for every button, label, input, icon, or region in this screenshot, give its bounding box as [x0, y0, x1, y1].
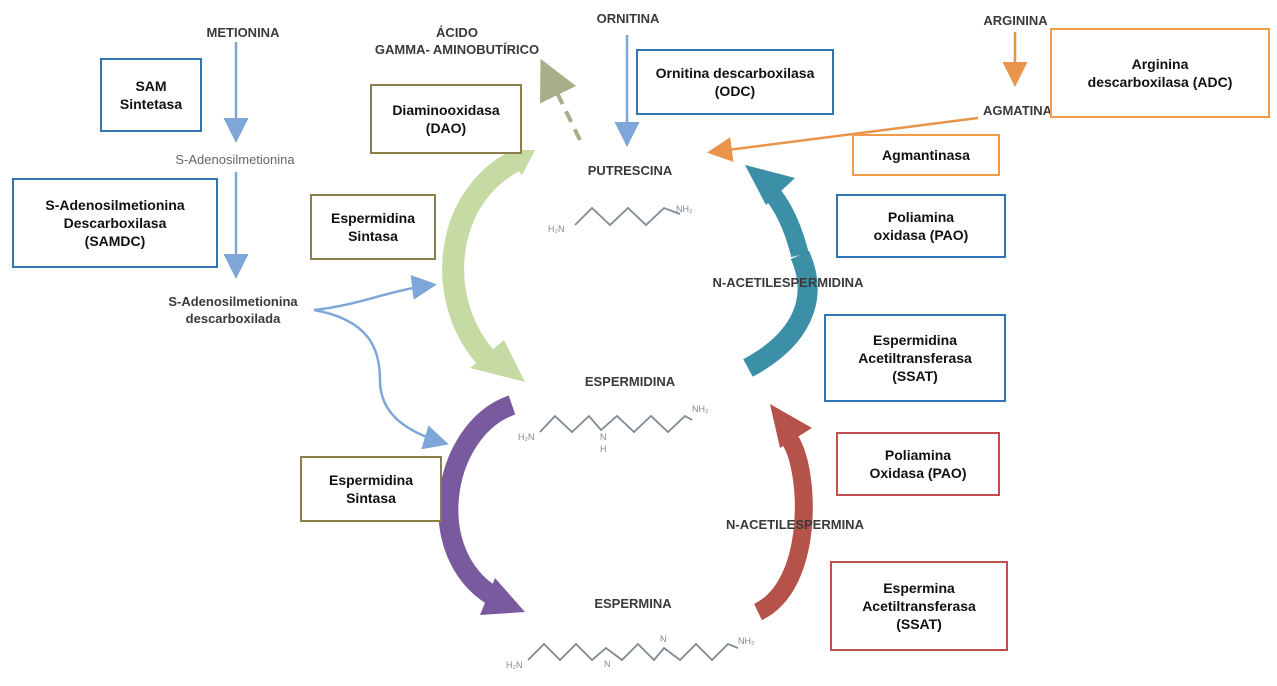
putrescine-h2n: H₂N [548, 224, 565, 234]
label-ornitina: ORNITINA [596, 11, 660, 26]
enzyme-odc: Ornitina descarboxilasa (ODC) [636, 49, 834, 115]
putrescine-nh2: NH₂ [676, 204, 693, 214]
enzyme-adc: Arginina descarboxilasa (ADC) [1050, 28, 1270, 118]
green-cycle-arrow [442, 147, 535, 382]
putrescine-structure [574, 206, 681, 227]
label-espermina: ESPERMINA [594, 596, 672, 611]
teal-cycle-arrow [743, 165, 818, 377]
enzyme-ssat-2: Espermina Acetiltransferasa (SSAT) [830, 561, 1008, 651]
label-espermidina: ESPERMIDINA [584, 374, 676, 389]
enzyme-agmantinasa: Agmantinasa [852, 134, 1000, 176]
spermine-n1: N [604, 659, 611, 669]
methionine-pathway-arrows [223, 42, 449, 450]
espermidine-structure [539, 414, 693, 434]
espermidine-h2n: H₂N [518, 432, 535, 442]
enzyme-ssat-1: Espermidina Acetiltransferasa (SSAT) [824, 314, 1006, 402]
label-arginina: ARGININA [983, 13, 1048, 28]
enzyme-dao: Diaminooxidasa (DAO) [370, 84, 522, 154]
purple-cycle-arrow [438, 395, 525, 615]
spermine-structure [527, 642, 739, 662]
espermidine-nh2: NH₂ [692, 404, 709, 414]
enzyme-espermidina-sintasa-1: Espermidina Sintasa [310, 194, 436, 260]
spermine-n2: N [660, 634, 667, 644]
gaba-dashed-arrow [540, 58, 582, 141]
label-s-adenosilmetionina: S-Adenosilmetionina [175, 152, 295, 167]
label-n-acetilespermina: N-ACETILESPERMINA [726, 517, 864, 532]
espermidine-h: H [600, 444, 607, 454]
agmatine-arrow [707, 116, 979, 162]
label-putrescina: PUTRESCINA [587, 163, 673, 178]
label-n-acetilespermidina: N-ACETILESPERMIDINA [712, 275, 864, 290]
spermine-nh2: NH₂ [738, 636, 755, 646]
label-acido-gaba: ÁCIDO GAMMA- AMINOBUTÍRICO [374, 25, 540, 57]
enzyme-sam-sintetasa: SAM Sintetasa [100, 58, 202, 132]
spermine-h2n: H₂N [506, 660, 523, 670]
label-s-adenosilmetionina-descarboxilada: S-Adenosilmetionina descarboxilada [168, 294, 298, 326]
enzyme-pao-2: Poliamina Oxidasa (PAO) [836, 432, 1000, 496]
enzyme-espermidina-sintasa-2: Espermidina Sintasa [300, 456, 442, 522]
red-cycle-arrow [753, 404, 813, 621]
enzyme-pao-1: Poliamina oxidasa (PAO) [836, 194, 1006, 258]
enzyme-samdc: S-Adenosilmetionina Descarboxilasa (SAMD… [12, 178, 218, 268]
label-agmatina: AGMATINA [982, 103, 1053, 118]
label-metionina: METIONINA [206, 25, 280, 40]
espermidine-n: N [600, 432, 607, 442]
